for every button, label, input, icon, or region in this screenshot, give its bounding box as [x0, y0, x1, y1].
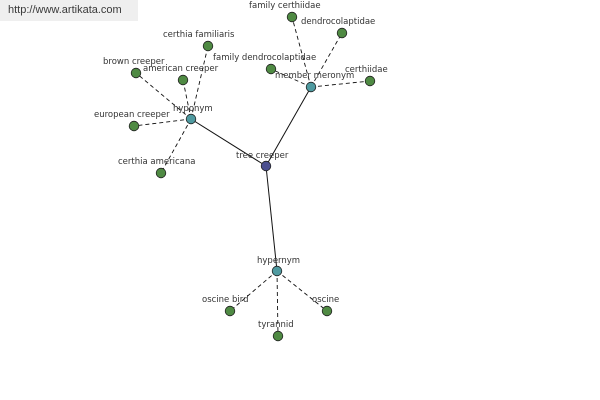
- edge-tree-creeper-to-hypernym: [265, 165, 278, 272]
- edge-hypernym-to-tyrannid: [276, 270, 279, 337]
- node-label-family-dendrocolaptidae[interactable]: family dendrocolaptidae: [213, 53, 316, 63]
- edge-hypernym-to-oscine-bird: [229, 270, 278, 312]
- node-family-certhiidae[interactable]: [286, 11, 298, 23]
- node-hypernym[interactable]: [271, 265, 283, 277]
- node-label-hyponym-1[interactable]: hyponym: [173, 104, 213, 114]
- node-label-certhiidae[interactable]: certhiidae: [345, 65, 388, 75]
- node-label-member-meronym[interactable]: member meronym: [275, 71, 354, 81]
- node-label-dendrocolaptidae[interactable]: dendrocolaptidae: [301, 17, 375, 27]
- edge-tree-creeper-to-hyponym-1: [190, 118, 267, 167]
- edge-hyponym-1-to-brown-creeper: [135, 72, 192, 120]
- node-label-american-creeper[interactable]: american creeper: [143, 64, 219, 74]
- edge-member-meronym-to-certhiidae: [310, 80, 371, 88]
- node-label-certhia-familiaris[interactable]: certhia familiaris: [163, 30, 235, 40]
- node-label-tyrannid[interactable]: tyrannid: [258, 320, 294, 330]
- node-member-meronym[interactable]: [305, 81, 317, 93]
- edge-hyponym-1-to-certhia-americana: [160, 118, 192, 174]
- node-tyrannid[interactable]: [272, 330, 284, 342]
- edge-member-meronym-to-dendrocolaptidae: [310, 32, 343, 88]
- node-certhia-americana[interactable]: [155, 167, 167, 179]
- edge-member-meronym-to-family-dendrocolaptidae: [270, 68, 312, 88]
- node-label-tree-creeper[interactable]: tree creeper: [236, 151, 289, 161]
- node-american-creeper[interactable]: [177, 74, 189, 86]
- edge-member-meronym-to-family-certhiidae: [291, 16, 312, 88]
- node-brown-creeper[interactable]: [130, 67, 142, 79]
- edge-hyponym-1-to-european-creeper: [133, 118, 192, 127]
- edge-tree-creeper-to-member-meronym: [265, 86, 312, 167]
- node-label-european-creeper[interactable]: european creeper: [94, 110, 170, 120]
- node-dendrocolaptidae[interactable]: [336, 27, 348, 39]
- node-european-creeper[interactable]: [128, 120, 140, 132]
- node-label-certhia-americana[interactable]: certhia americana: [118, 157, 195, 167]
- node-family-dendrocolaptidae[interactable]: [265, 63, 277, 75]
- node-label-oscine-bird[interactable]: oscine bird: [202, 295, 248, 305]
- node-oscine[interactable]: [321, 305, 333, 317]
- node-oscine-bird[interactable]: [224, 305, 236, 317]
- node-tree-creeper[interactable]: [260, 160, 272, 172]
- edges-layer: [133, 16, 371, 337]
- source-url-banner[interactable]: http://www.artikata.com: [0, 0, 138, 21]
- node-label-family-certhiidae[interactable]: family certhiidae: [249, 1, 321, 11]
- node-label-oscine[interactable]: oscine: [312, 295, 339, 305]
- node-certhiidae[interactable]: [364, 75, 376, 87]
- node-label-hypernym[interactable]: hypernym: [257, 256, 300, 266]
- edge-hypernym-to-oscine: [276, 270, 328, 312]
- nodes-layer: [128, 11, 376, 342]
- node-hyponym-1[interactable]: [185, 113, 197, 125]
- labels-layer: tree creeper hyponym member meronym hyperny…: [94, 1, 388, 330]
- node-label-brown-creeper[interactable]: brown creeper: [103, 57, 165, 67]
- edge-hyponym-1-to-certhia-familiaris: [190, 45, 209, 120]
- node-certhia-familiaris[interactable]: [202, 40, 214, 52]
